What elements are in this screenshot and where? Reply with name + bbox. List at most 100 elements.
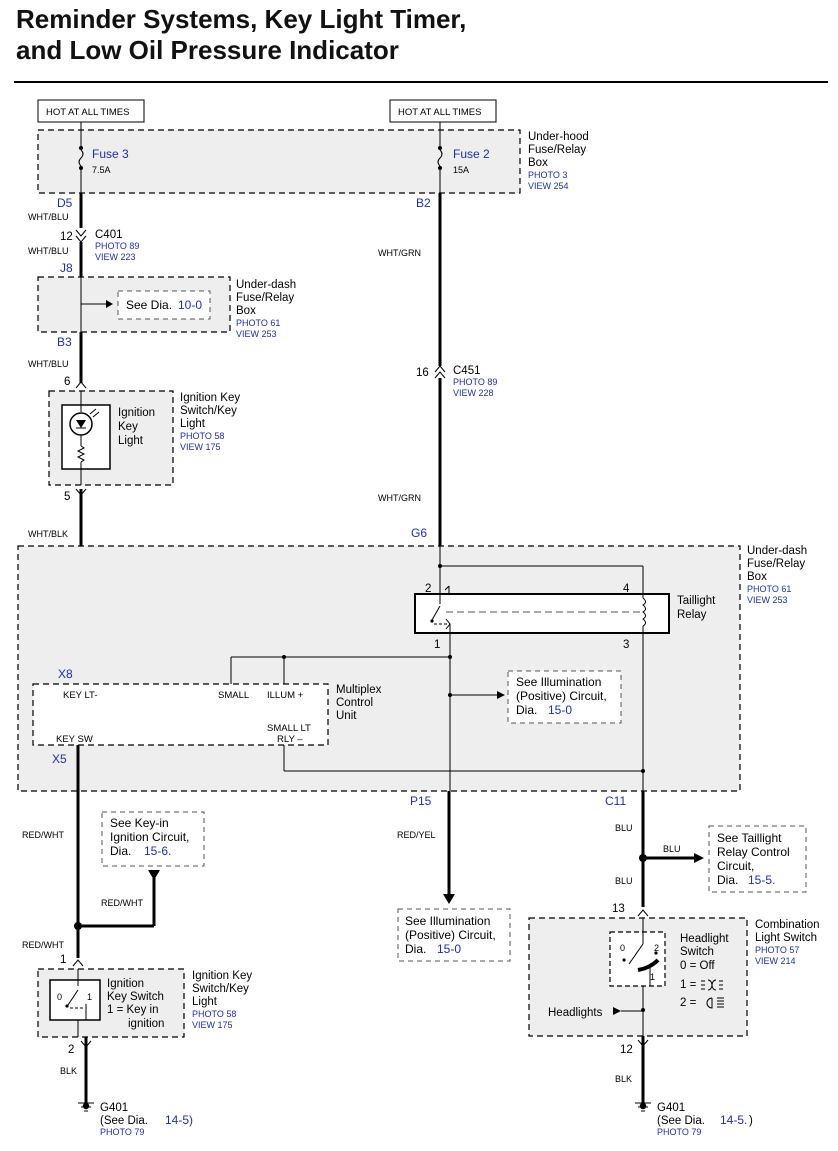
see-taillight-ctrl-l2: Relay Control (717, 845, 790, 859)
headlight-switch-one: 1 = (680, 979, 697, 991)
fuse-3-label: Fuse 3 (92, 147, 129, 161)
pin-d5: D5 (57, 196, 73, 210)
key-light-label-2: Switch/Key (180, 405, 237, 417)
underdash-fuse-box-large (17, 545, 741, 792)
multiplex-control-unit (32, 683, 329, 746)
see-taillight-ctrl-l1: See Taillight (717, 831, 782, 845)
wire-label-wht-blu-3: WHT/BLU (28, 359, 69, 369)
pin-p15: P15 (410, 794, 432, 808)
wire-label-red-wht-1: RED/WHT (22, 830, 64, 840)
pin-x8: X8 (58, 667, 73, 681)
pin-x5: X5 (52, 752, 67, 766)
underhood-view: VIEW 254 (528, 181, 569, 191)
see-dia-10-0-box (117, 290, 211, 320)
c401-name: C401 (95, 229, 123, 241)
wire-label-red-wht-2: RED/WHT (101, 898, 143, 908)
headlight-switch-label-2: Switch (680, 946, 714, 958)
underdash-small-label-2: Fuse/Relay (236, 292, 294, 304)
see-taillight-ctrl-l4: Dia. (717, 873, 738, 887)
ign-switch-pin-top: 1 (60, 954, 66, 966)
parking-light-icon (701, 979, 723, 991)
headlight-switch-pos-2: 2 (654, 943, 659, 953)
headlight-switch-pos-0: 0 (620, 943, 625, 953)
key-light-inner-2: Key (118, 421, 138, 433)
hot-left-label: HOT AT ALL TIMES (46, 107, 129, 118)
ground-right-close: ) (749, 1115, 753, 1127)
underhood-label-3: Box (528, 157, 548, 169)
hot-right-label: HOT AT ALL TIMES (398, 107, 481, 118)
ign-switch-pos-1: 1 (87, 992, 92, 1002)
ground-left-ref[interactable]: 14-5) (165, 1113, 193, 1127)
underdash-large-photo: PHOTO 61 (747, 584, 791, 594)
c401-connector-icon (75, 229, 87, 243)
ground-right-photo: PHOTO 79 (657, 1127, 701, 1137)
wire-label-blu-2: BLU (663, 844, 681, 854)
see-illum-inner-ref[interactable]: 15-0 (548, 703, 572, 717)
hot-right-box (389, 99, 497, 123)
c451-view: VIEW 228 (453, 388, 494, 398)
see-illum-bottom-l1: See Illumination (405, 914, 490, 928)
ign-switch-inner-4: ignition (128, 1018, 164, 1030)
mcu-label-2: Control (336, 697, 373, 709)
wire-label-red-yel: RED/YEL (397, 830, 436, 840)
see-illum-bottom-ref[interactable]: 15-0 (437, 942, 461, 956)
see-taillight-ctrl-ref[interactable]: 15-5. (748, 873, 775, 887)
mcu-label-3: Unit (336, 710, 357, 722)
ground-left-icon (78, 1102, 94, 1112)
combo-label-2: Light Switch (755, 932, 817, 944)
key-light-pin-bottom: 5 (64, 491, 70, 503)
see-keyin-l2: Ignition Circuit, (110, 830, 189, 844)
headlight-switch-pos-1: 1 (650, 972, 655, 982)
pin-g6: G6 (411, 526, 427, 540)
key-light-inner-1: Ignition (118, 407, 155, 419)
key-light-resistor-icon (76, 445, 86, 463)
wire-label-blu-3: BLU (615, 876, 633, 886)
taillight-relay-label-2: Relay (677, 609, 707, 621)
see-taillight-ctrl-l3: Circuit, (717, 859, 754, 873)
mcu-small-lt-1: SMALL LT (267, 723, 311, 734)
combo-view: VIEW 214 (755, 956, 796, 966)
c451-photo: PHOTO 89 (453, 377, 497, 387)
wire-label-red-wht-3: RED/WHT (22, 940, 64, 950)
see-keyin-l1: See Key-in (110, 816, 169, 830)
see-dia-10-0-ref[interactable]: 10-0 (178, 298, 202, 312)
page-title-line-2: and Low Oil Pressure Indicator (16, 35, 399, 65)
taillight-relay-label-1: Taillight (677, 595, 716, 607)
underhood-photo: PHOTO 3 (528, 170, 567, 180)
combo-pin-bottom: 12 (620, 1044, 633, 1056)
combo-label-1: Combination (755, 919, 820, 931)
ign-switch-photo: PHOTO 58 (192, 1009, 236, 1019)
ign-switch-inner-2: Key Switch (107, 991, 164, 1003)
hot-left-box (37, 99, 145, 123)
c451-pin: 16 (416, 367, 429, 379)
underdash-large-label-1: Under-dash (747, 545, 807, 557)
wire-label-blk-2: BLK (615, 1074, 632, 1084)
key-light-pin-top: 6 (64, 376, 70, 388)
ground-left-name: G401 (100, 1102, 128, 1114)
relay-pin-3: 3 (623, 639, 629, 651)
ground-right-icon (635, 1102, 651, 1112)
key-light-label-1: Ignition Key (180, 392, 240, 404)
underdash-small-view: VIEW 253 (236, 329, 277, 339)
key-light-view: VIEW 175 (180, 442, 221, 452)
ground-right-ref[interactable]: 14-5. (720, 1113, 747, 1127)
fuse-2-amp: 15A (453, 165, 469, 175)
ground-left-see: (See Dia. (100, 1115, 148, 1127)
wire-label-wht-blu-1: WHT/BLU (28, 212, 69, 222)
combo-pin-top: 13 (612, 903, 625, 915)
see-illum-inner-box (507, 670, 622, 724)
mcu-label-1: Multiplex (336, 684, 382, 696)
see-keyin-ref[interactable]: 15-6. (144, 844, 171, 858)
wire-label-wht-grn-2: WHT/GRN (378, 493, 421, 503)
wire-label-blu-1: BLU (615, 823, 633, 833)
headlight-switch-off: 0 = Off (680, 960, 715, 972)
headlight-beam-icon (706, 997, 724, 1009)
relay-pin-1: 1 (434, 639, 440, 651)
ign-switch-label-1: Ignition Key (192, 970, 252, 982)
see-taillight-ctrl-box (708, 825, 807, 893)
see-illum-inner-l2: (Positive) Circuit, (516, 689, 607, 703)
ign-switch-contact-icon (65, 989, 87, 1020)
c451-connector-icon (434, 365, 446, 379)
ign-switch-pin-bottom: 2 (68, 1044, 74, 1056)
